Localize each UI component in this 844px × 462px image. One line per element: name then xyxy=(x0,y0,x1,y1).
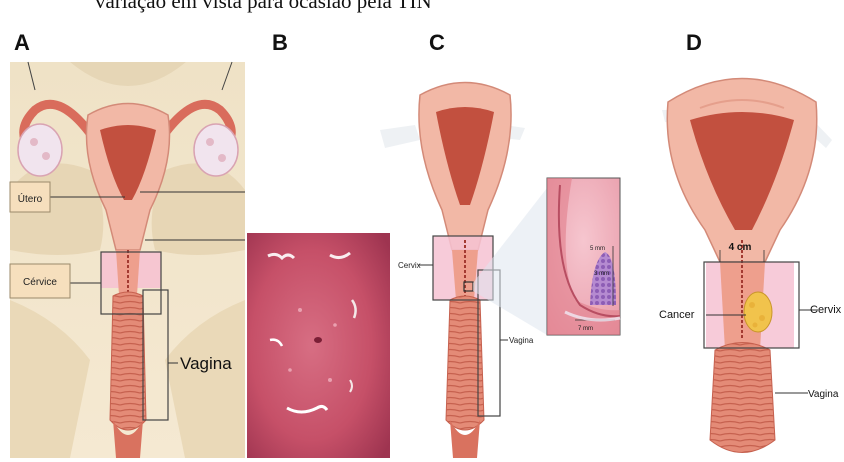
zoom-depth-3mm: 3 mm xyxy=(594,271,609,277)
label-vagina-c: Vagina xyxy=(509,336,534,345)
label-cervix-c: Cervix xyxy=(398,261,421,270)
label-cancer: Cancer xyxy=(659,309,695,321)
label-vagina-d: Vagina xyxy=(808,389,839,400)
panel-a-illustration: Útero Cérvice Vagina xyxy=(10,62,245,458)
panel-b-colposcopy-photo xyxy=(247,233,390,458)
zoom-depth-5mm: 5 mm xyxy=(590,246,605,252)
label-size-4cm: 4 cm xyxy=(729,242,752,253)
label-cervice: Cérvice xyxy=(23,277,57,288)
label-cervix-d: Cervix xyxy=(810,304,842,316)
panel-d-illustration: 4 cm Cancer Cervix Vagina xyxy=(659,79,842,453)
zoom-width-7mm: 7 mm xyxy=(578,326,593,332)
label-vagina-a: Vagina xyxy=(180,354,232,373)
panel-c-illustration: Cervix Vagina xyxy=(380,83,547,459)
panel-c-zoom-inset: 5 mm 3 mm 7 mm xyxy=(547,178,620,335)
label-utero: Útero xyxy=(18,192,43,205)
